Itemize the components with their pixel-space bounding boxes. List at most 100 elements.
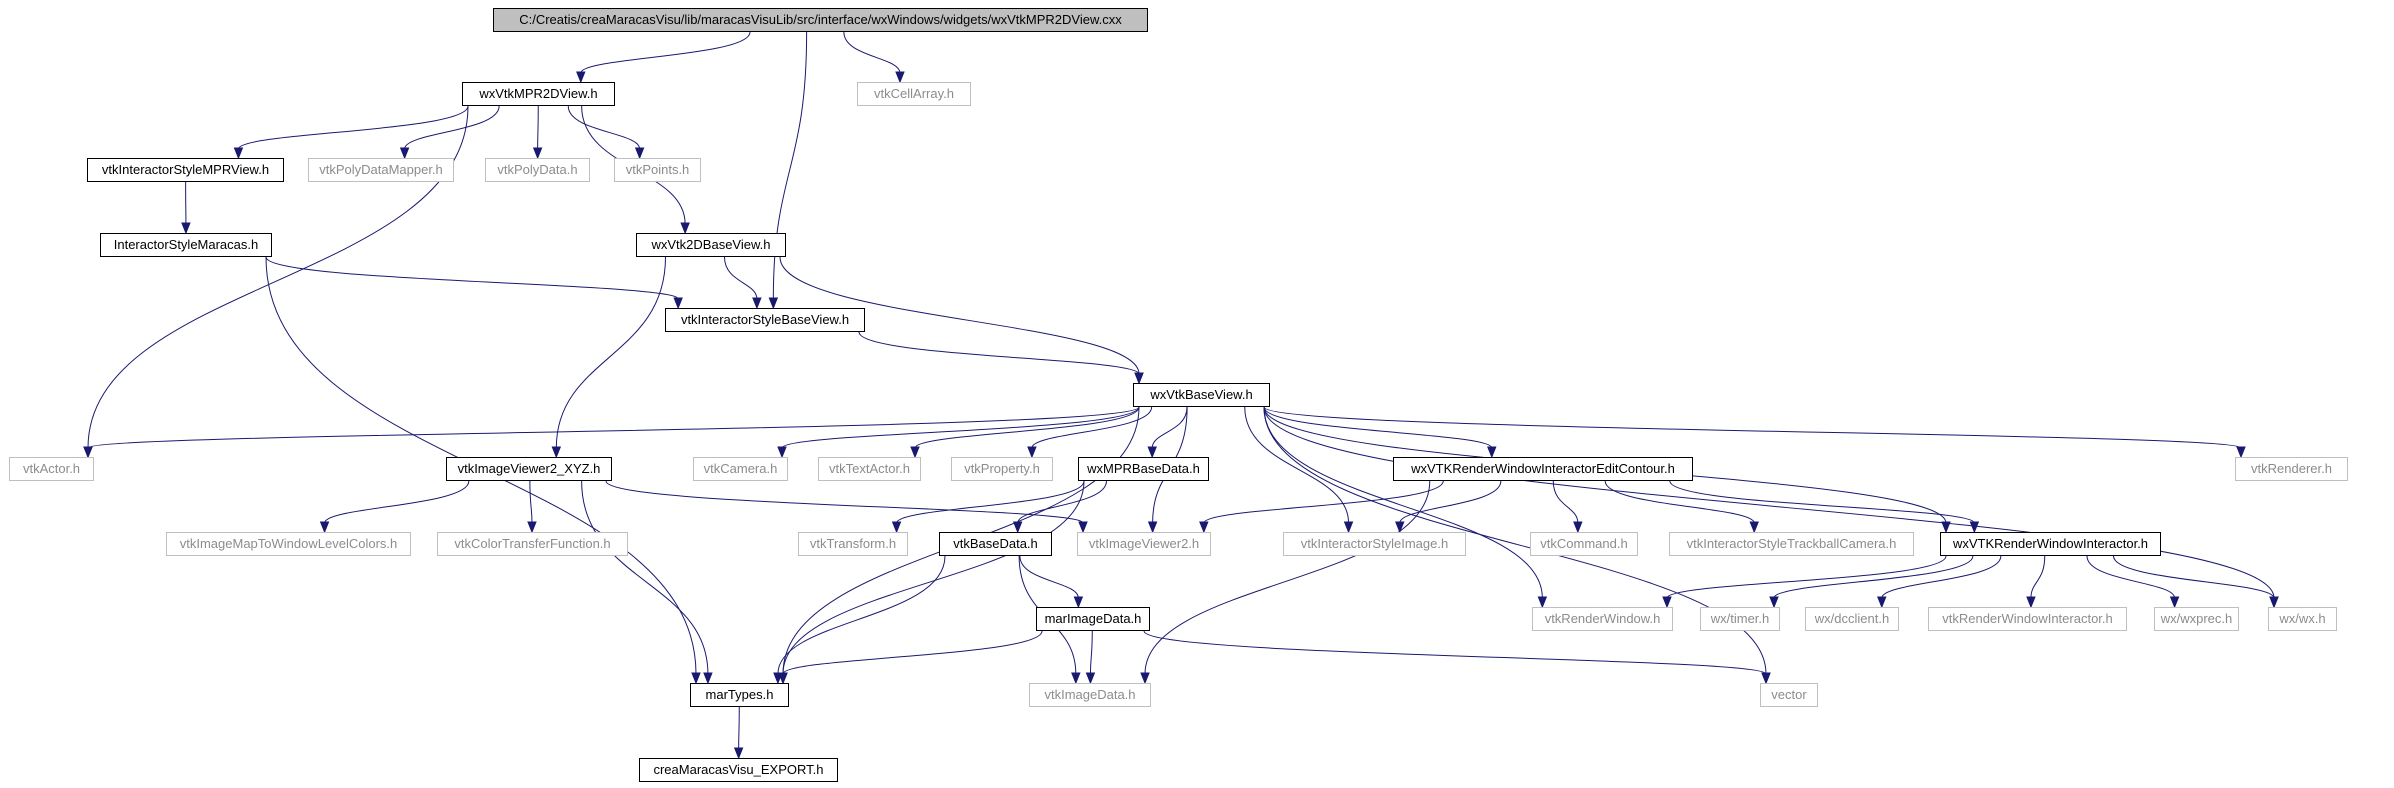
arrowhead-martypes-to-export bbox=[733, 747, 744, 760]
edge-baseview-to-mprbase bbox=[1151, 406, 1188, 449]
edge-base2d-to-iv2xyz bbox=[555, 256, 666, 449]
edge-rwi-to-wxwx bbox=[2113, 555, 2275, 599]
arrowhead-ismaracas-to-martypes bbox=[691, 672, 701, 685]
arrowhead-rwi-to-dcclient bbox=[1877, 596, 1887, 609]
node-ismpr[interactable]: vtkInteractorStyleMPRView.h bbox=[87, 158, 284, 182]
node-base2d[interactable]: wxVtk2DBaseView.h bbox=[636, 233, 786, 257]
edge-editcontour-to-rwi bbox=[1669, 480, 1975, 524]
arrowhead-baseview-to-textactor bbox=[910, 446, 920, 459]
arrowhead-baseview-to-mprbase bbox=[1147, 446, 1157, 459]
arrowhead-marimage-to-martypes bbox=[778, 672, 788, 685]
node-imagedata: vtkImageData.h bbox=[1029, 683, 1151, 707]
arrowhead-root-to-isbase bbox=[768, 297, 779, 310]
arrowhead-root-to-mpr2d bbox=[576, 71, 586, 84]
node-root: C:/Creatis/creaMaracasVisu/lib/maracasVi… bbox=[493, 8, 1148, 32]
edge-mprbase-to-transform bbox=[896, 480, 1085, 524]
edge-rwi-to-vtkrwi bbox=[2030, 555, 2046, 599]
edge-mpr2d-to-points bbox=[567, 105, 641, 150]
edge-editcontour-to-command bbox=[1552, 480, 1579, 524]
node-basedata[interactable]: vtkBaseData.h bbox=[939, 532, 1052, 556]
edge-rwi-to-renderwin bbox=[1666, 555, 1947, 599]
edge-marimage-to-imagedata bbox=[1089, 630, 1093, 675]
arrowhead-baseview-to-iv2 bbox=[1147, 521, 1158, 534]
node-dcclient: wx/dcclient.h bbox=[1805, 607, 1899, 631]
arrowhead-rwi-to-vtkrwi bbox=[2026, 596, 2036, 609]
arrowhead-iv2xyz-to-imwlc bbox=[319, 521, 330, 534]
node-property: vtkProperty.h bbox=[951, 457, 1053, 481]
edge-base2d-to-baseview bbox=[779, 256, 1140, 375]
arrowhead-mpr2d-to-polydata bbox=[532, 147, 543, 160]
arrowhead-rwi-to-timer bbox=[1769, 596, 1779, 609]
edge-mprbase-to-basedata bbox=[1017, 480, 1107, 524]
edge-root-to-cellarray bbox=[843, 31, 901, 74]
node-renderwin: vtkRenderWindow.h bbox=[1532, 607, 1673, 631]
arrowhead-marimage-to-vector bbox=[1761, 672, 1771, 685]
arrowhead-basedata-to-marimage bbox=[1073, 596, 1084, 609]
edge-rwi-to-timer bbox=[1773, 555, 1974, 599]
edge-martypes-to-export bbox=[738, 706, 740, 750]
edge-mpr2d-to-polydata bbox=[537, 105, 539, 150]
arrowhead-baseview-to-renderwin bbox=[1537, 596, 1548, 609]
node-mpr2d[interactable]: wxVtkMPR2DView.h bbox=[462, 82, 615, 106]
arrowhead-rwi-to-wxwx bbox=[2269, 596, 2279, 609]
arrowhead-baseview-to-camera bbox=[777, 446, 787, 459]
edge-baseview-to-textactor bbox=[914, 406, 1140, 449]
edge-baseview-to-actor bbox=[87, 406, 1140, 449]
arrowhead-isbase-to-baseview bbox=[1134, 372, 1144, 385]
node-iv2: vtkImageViewer2.h bbox=[1077, 532, 1211, 556]
arrowhead-editcontour-to-isimage bbox=[1395, 521, 1405, 534]
node-camera: vtkCamera.h bbox=[693, 457, 788, 481]
node-cellarray: vtkCellArray.h bbox=[857, 82, 971, 106]
node-mprbase[interactable]: wxMPRBaseData.h bbox=[1078, 457, 1209, 481]
arrowhead-baseview-to-isimage bbox=[1343, 521, 1354, 534]
arrowhead-iv2xyz-to-colortf bbox=[527, 521, 537, 534]
node-marimage[interactable]: marImageData.h bbox=[1036, 607, 1150, 631]
arrowhead-editcontour-to-command bbox=[1573, 521, 1583, 534]
edge-isbase-to-baseview bbox=[858, 331, 1140, 375]
arrowhead-mpr2d-to-polymapper bbox=[399, 147, 410, 160]
edge-baseview-to-isimage bbox=[1244, 406, 1350, 524]
node-vector: vector bbox=[1760, 683, 1818, 707]
node-istrackball: vtkInteractorStyleTrackballCamera.h bbox=[1669, 532, 1914, 556]
edge-editcontour-to-isimage bbox=[1399, 480, 1502, 524]
node-rwi[interactable]: wxVTKRenderWindowInteractor.h bbox=[1940, 532, 2161, 556]
edge-basedata-to-martypes bbox=[777, 555, 946, 675]
arrowhead-baseview-to-editcontour bbox=[1487, 446, 1497, 459]
node-martypes[interactable]: marTypes.h bbox=[690, 683, 789, 707]
arrowhead-rwi-to-renderwin bbox=[1662, 596, 1672, 609]
edge-editcontour-to-istrackball bbox=[1604, 480, 1755, 524]
arrowhead-baseview-to-rwi bbox=[1941, 521, 1951, 534]
edge-baseview-to-property bbox=[1031, 406, 1153, 449]
node-ismaracas[interactable]: InteractorStyleMaracas.h bbox=[100, 233, 272, 257]
arrowhead-base2d-to-iv2xyz bbox=[551, 446, 562, 459]
node-baseview[interactable]: wxVtkBaseView.h bbox=[1133, 383, 1270, 407]
edge-baseview-to-renderer bbox=[1263, 406, 2242, 449]
edge-marimage-to-vector bbox=[1143, 630, 1767, 675]
edge-baseview-to-wxwx bbox=[1263, 406, 2275, 599]
arrowhead-editcontour-to-imagedata bbox=[1140, 672, 1150, 685]
node-isbase[interactable]: vtkInteractorStyleBaseView.h bbox=[665, 308, 865, 332]
node-isimage: vtkInteractorStyleImage.h bbox=[1283, 532, 1466, 556]
arrowhead-baseview-to-renderer bbox=[2236, 446, 2246, 459]
node-points: vtkPoints.h bbox=[614, 158, 701, 182]
arrowhead-baseview-to-property bbox=[1027, 446, 1037, 459]
arrowhead-editcontour-to-iv2 bbox=[1199, 521, 1209, 534]
edge-editcontour-to-imagedata bbox=[1144, 480, 1431, 675]
node-textactor: vtkTextActor.h bbox=[818, 457, 921, 481]
node-iv2xyz[interactable]: vtkImageViewer2_XYZ.h bbox=[446, 457, 612, 481]
node-editcontour[interactable]: wxVTKRenderWindowInteractorEditContour.h bbox=[1393, 457, 1693, 481]
arrowhead-mpr2d-to-base2d bbox=[680, 222, 690, 235]
edge-root-to-mpr2d bbox=[580, 31, 751, 74]
node-export[interactable]: creaMaracasVisu_EXPORT.h bbox=[639, 758, 838, 782]
edge-marimage-to-martypes bbox=[782, 630, 1043, 675]
node-vtkrwi: vtkRenderWindowInteractor.h bbox=[1928, 607, 2127, 631]
arrowhead-rwi-to-wxprec bbox=[2169, 596, 2180, 609]
node-renderer: vtkRenderer.h bbox=[2235, 457, 2348, 481]
arrowhead-mpr2d-to-points bbox=[634, 147, 645, 160]
node-command: vtkCommand.h bbox=[1530, 532, 1638, 556]
arrowhead-ismpr-to-ismaracas bbox=[181, 222, 191, 235]
arrowhead-ismaracas-to-isbase bbox=[673, 297, 683, 310]
node-transform: vtkTransform.h bbox=[798, 532, 908, 556]
arrowhead-iv2xyz-to-martypes bbox=[703, 672, 713, 685]
edge-baseview-to-editcontour bbox=[1263, 406, 1493, 449]
